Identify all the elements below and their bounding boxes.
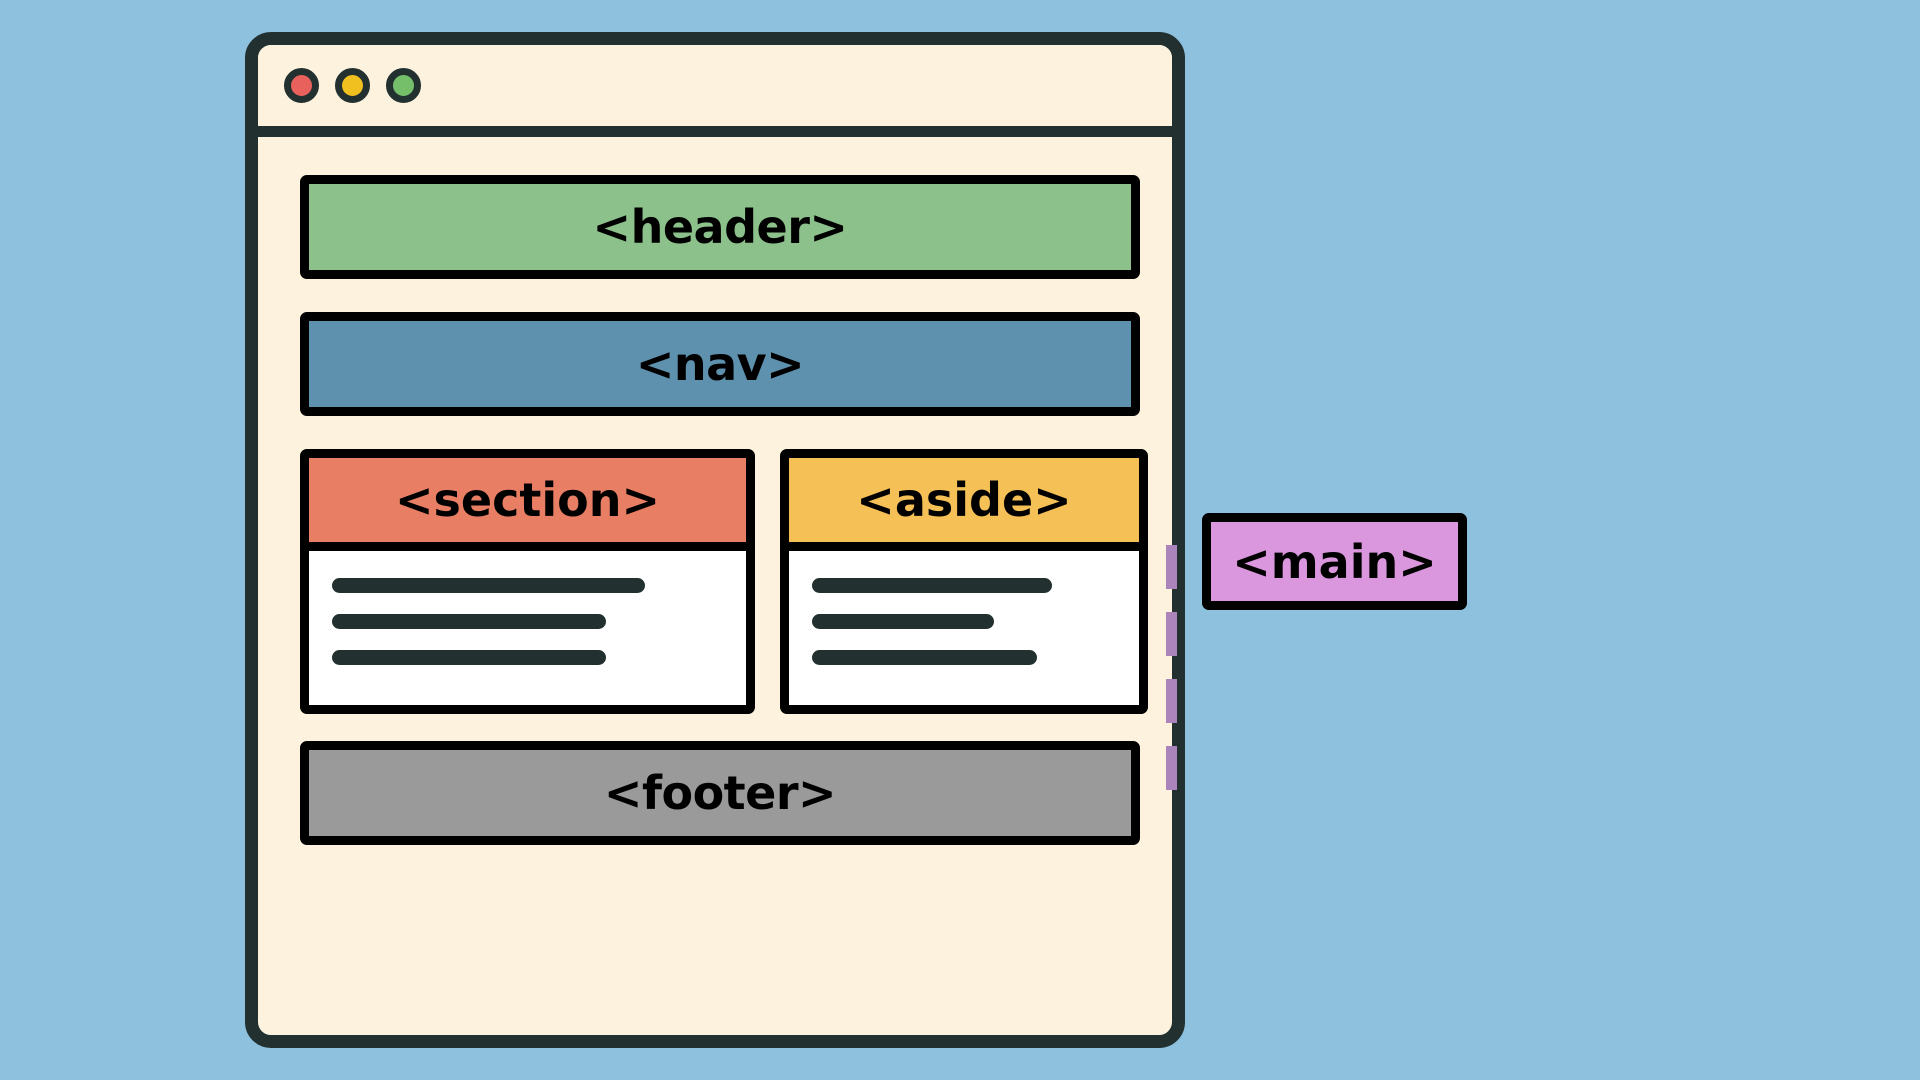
footer-block: <footer> <box>300 741 1140 845</box>
aside-block-body <box>789 551 1139 705</box>
browser-window: <header> <nav> <section> <aside> <box>245 32 1185 1048</box>
aside-block-label: <aside> <box>856 473 1072 527</box>
section-text-line <box>332 614 606 629</box>
window-titlebar <box>258 45 1172 137</box>
minimize-window-icon[interactable] <box>335 68 370 103</box>
maximize-window-icon[interactable] <box>386 68 421 103</box>
aside-block: <aside> <box>780 449 1148 714</box>
content-columns-row: <section> <aside> <box>300 449 1148 714</box>
aside-text-line <box>812 650 1037 665</box>
close-window-icon[interactable] <box>284 68 319 103</box>
section-block: <section> <box>300 449 755 714</box>
connector-dash-segment <box>1166 679 1177 723</box>
connector-dash-segment <box>1166 612 1177 656</box>
section-block-header: <section> <box>309 458 746 551</box>
footer-block-label: <footer> <box>603 766 837 820</box>
aside-block-header: <aside> <box>789 458 1139 551</box>
header-block: <header> <box>300 175 1140 279</box>
window-content-area: <header> <nav> <section> <aside> <box>258 137 1177 1035</box>
aside-text-line <box>812 614 995 629</box>
nav-block-label: <nav> <box>635 337 805 391</box>
main-connector-dashed-line <box>1166 545 1177 790</box>
section-block-label: <section> <box>394 473 661 527</box>
connector-dash-segment <box>1166 746 1177 790</box>
main-block: <main> <box>1202 513 1467 610</box>
main-block-label: <main> <box>1232 534 1437 589</box>
connector-dash-segment <box>1166 545 1177 589</box>
nav-block: <nav> <box>300 312 1140 416</box>
header-block-label: <header> <box>592 200 848 254</box>
aside-text-line <box>812 578 1053 593</box>
section-text-line <box>332 650 606 665</box>
section-text-line <box>332 578 645 593</box>
section-block-body <box>309 551 746 705</box>
